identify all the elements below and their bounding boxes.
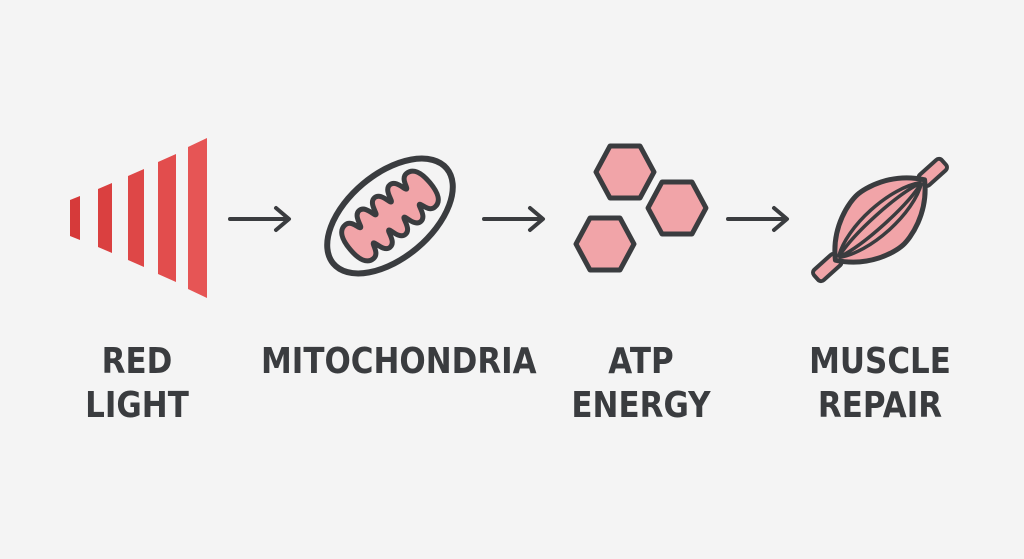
label-line: MITOCHONDRIA [261, 341, 537, 382]
step-label-red-light: RED LIGHT [73, 340, 202, 428]
label-line: MUSCLE [809, 341, 951, 382]
step-label-atp-energy: ATP ENERGY [568, 340, 714, 428]
step-label-muscle-repair: MUSCLE REPAIR [803, 340, 958, 428]
label-line: REPAIR [817, 385, 943, 426]
arrow-right-icon [228, 206, 291, 232]
mitochondria-icon [324, 155, 456, 277]
arrow-right-icon [726, 206, 789, 232]
red-light-icon [70, 138, 207, 298]
step-label-mitochondria: MITOCHONDRIA [261, 340, 537, 384]
label-line: ATP [608, 341, 674, 382]
arrow-right-icon [482, 206, 545, 232]
label-line: RED [101, 341, 173, 382]
label-line: ENERGY [571, 385, 711, 426]
atp-hexagon-icon [573, 143, 709, 273]
label-line: LIGHT [85, 385, 189, 426]
muscle-icon [811, 156, 949, 284]
